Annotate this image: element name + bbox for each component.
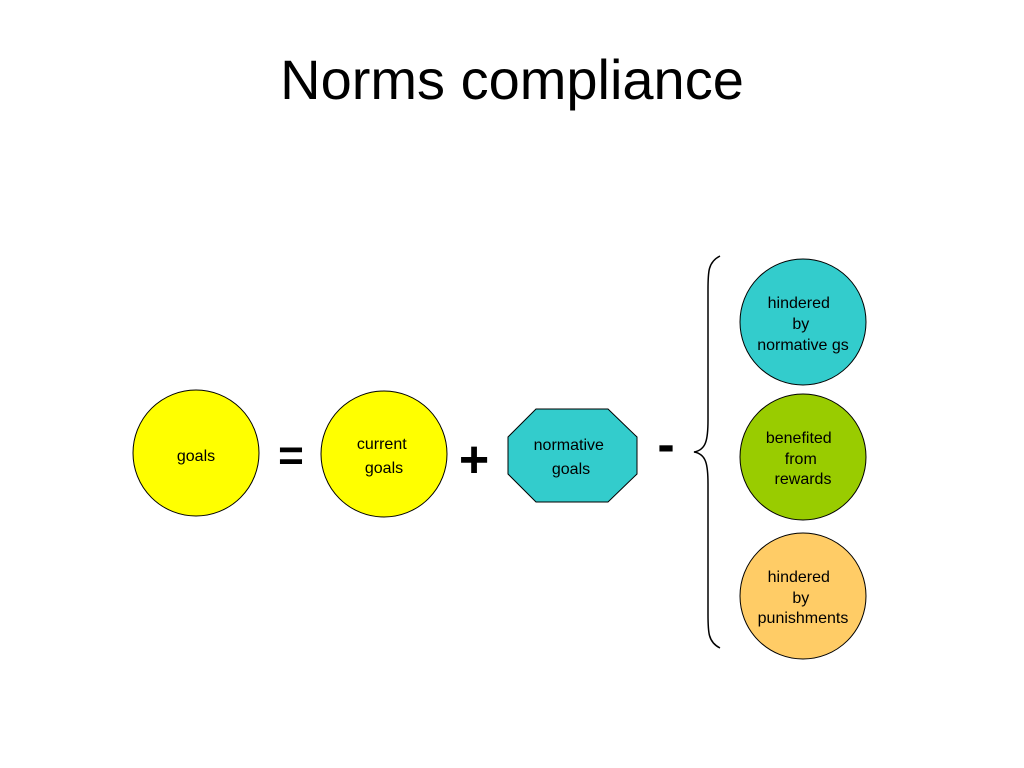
equals-operator: = xyxy=(278,431,304,480)
node-goals-label: goals xyxy=(177,448,215,465)
node-benefited-from-rewards-label: benefited from rewards xyxy=(766,430,836,488)
node-goals: goals xyxy=(132,389,260,517)
node-normative-goals: normative goals xyxy=(507,408,638,503)
node-normative-goals-label: normative goals xyxy=(534,437,609,478)
node-hindered-by-punishments-shape xyxy=(739,532,867,660)
node-hindered-by-punishments-label: hindered by punishments xyxy=(758,569,849,627)
node-hindered-by-normative-shape xyxy=(739,258,867,386)
node-normative-goals-shape xyxy=(507,408,638,503)
node-hindered-by-punishments: hindered by punishments xyxy=(739,532,867,660)
slide-title: Norms compliance xyxy=(280,48,744,111)
node-current-goals-label: current goals xyxy=(357,436,411,477)
minus-operator: - xyxy=(657,416,674,474)
node-hindered-by-normative-label: hindered by normative gs xyxy=(757,295,849,354)
node-benefited-from-rewards: benefited from rewards xyxy=(739,393,867,521)
node-benefited-from-rewards-shape xyxy=(739,393,867,521)
plus-operator: + xyxy=(459,431,489,489)
node-current-goals-shape xyxy=(320,390,448,518)
node-current-goals: current goals xyxy=(320,390,448,518)
node-hindered-by-normative: hindered by normative gs xyxy=(739,258,867,386)
curly-brace xyxy=(693,255,721,649)
node-goals-shape xyxy=(132,389,260,517)
